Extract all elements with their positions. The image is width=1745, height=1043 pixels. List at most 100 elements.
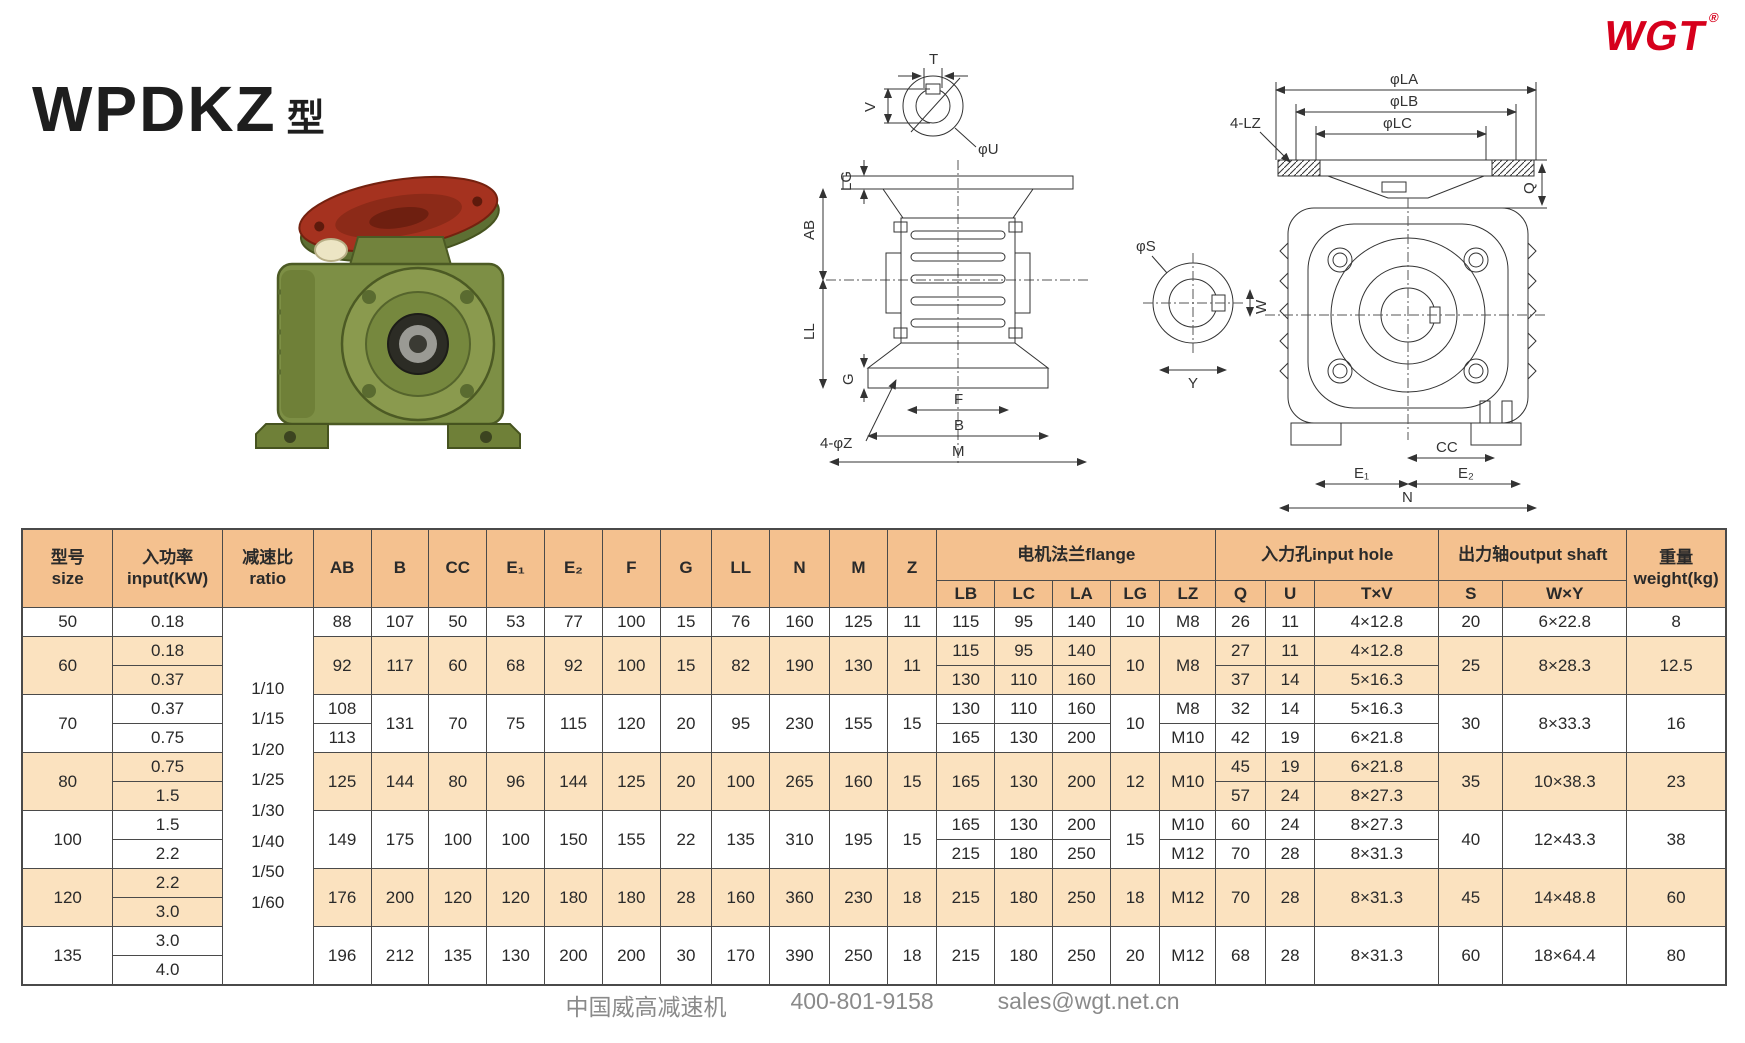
table-cell: 100 xyxy=(428,810,488,869)
table-cell: 113 xyxy=(312,723,372,753)
table-cell: 82 xyxy=(711,636,771,695)
table-cell: 155 xyxy=(601,810,661,869)
table-cell: 96 xyxy=(486,752,546,811)
header-cell: G xyxy=(659,528,713,608)
dim-label-4lz: 4-LZ xyxy=(1230,115,1261,132)
table-cell: 20 xyxy=(659,694,713,753)
table-cell: 8×31.3 xyxy=(1314,926,1440,986)
table-cell: 80 xyxy=(21,752,114,811)
header-cell: AB xyxy=(312,528,372,608)
header-cell: T×V xyxy=(1314,580,1440,608)
dim-label-4phiz: 4-φZ xyxy=(820,435,852,452)
table-cell: 250 xyxy=(1052,839,1111,869)
table-cell: 180 xyxy=(994,839,1054,869)
table-cell: 57 xyxy=(1215,781,1266,811)
oil-cap xyxy=(314,238,348,262)
table-cell: 23 xyxy=(1626,752,1727,811)
table-cell: 70 xyxy=(21,694,114,753)
table-cell: 20 xyxy=(1109,926,1161,986)
table-cell: 2.2 xyxy=(112,839,223,869)
table-cell: 95 xyxy=(994,636,1054,666)
table-cell: 11 xyxy=(886,636,938,695)
table-cell: 215 xyxy=(936,926,996,986)
table-cell: 230 xyxy=(769,694,831,753)
table-cell: 3.0 xyxy=(112,926,223,956)
table-cell: 0.75 xyxy=(112,723,223,753)
table-cell: 107 xyxy=(370,607,430,637)
table-cell: 135 xyxy=(21,926,114,986)
table-cell: 8×28.3 xyxy=(1502,636,1628,695)
table-cell: 125 xyxy=(829,607,888,637)
header-cell: E₁ xyxy=(486,528,546,608)
table-cell: 22 xyxy=(659,810,713,869)
table-cell: 75 xyxy=(486,694,546,753)
table-cell: 100 xyxy=(711,752,771,811)
table-cell: 155 xyxy=(829,694,888,753)
table-cell: 8×27.3 xyxy=(1314,810,1440,840)
header-cell: Q xyxy=(1215,580,1266,608)
table-cell: 135 xyxy=(711,810,771,869)
table-cell: 35 xyxy=(1438,752,1504,811)
table-cell: 4×12.8 xyxy=(1314,607,1440,637)
table-cell: 200 xyxy=(601,926,661,986)
table-cell: 5×16.3 xyxy=(1314,694,1440,724)
table-cell: 10×38.3 xyxy=(1502,752,1628,811)
table-cell: 100 xyxy=(21,810,114,869)
table-cell: 165 xyxy=(936,810,996,840)
table-cell: 170 xyxy=(711,926,771,986)
table-cell: 77 xyxy=(544,607,603,637)
model-type-suffix: 型 xyxy=(286,98,325,140)
table-cell: 144 xyxy=(370,752,430,811)
table-cell: 130 xyxy=(936,665,996,695)
dim-label-cc: CC xyxy=(1436,439,1458,456)
table-cell: 230 xyxy=(829,868,888,927)
table-cell: 3.0 xyxy=(112,897,223,927)
dim-label-lg: LG xyxy=(838,171,855,191)
table-cell: 14 xyxy=(1264,665,1316,695)
table-cell: 15 xyxy=(886,810,938,869)
table-cell: M12 xyxy=(1159,868,1217,927)
table-cell: 10 xyxy=(1109,636,1161,695)
table-cell: 200 xyxy=(1052,810,1111,840)
table-cell: 18 xyxy=(1109,868,1161,927)
table-cell: 110 xyxy=(994,694,1054,724)
table-cell: 360 xyxy=(769,868,831,927)
table-cell: 144 xyxy=(544,752,603,811)
table-cell: 200 xyxy=(370,868,430,927)
product-photo xyxy=(248,152,578,477)
table-cell: 45 xyxy=(1438,868,1504,927)
table-cell: 5×16.3 xyxy=(1314,665,1440,695)
table-cell: 195 xyxy=(829,810,888,869)
table-cell: 28 xyxy=(1264,868,1316,927)
table-cell: M8 xyxy=(1159,694,1217,724)
table-cell: 165 xyxy=(936,723,996,753)
input-shaft-section: φS W Y xyxy=(1136,238,1270,392)
table-cell: 50 xyxy=(21,607,114,637)
table-cell: 18 xyxy=(886,926,938,986)
output-flange xyxy=(298,175,500,262)
table-cell: 250 xyxy=(1052,926,1111,986)
header-cell: 入功率 input(KW) xyxy=(112,528,223,608)
table-cell: 60 xyxy=(1626,868,1727,927)
dim-label-e2: E₂ xyxy=(1458,465,1474,482)
table-cell: 18×64.4 xyxy=(1502,926,1628,986)
phone-number: 400-801-9158 xyxy=(790,988,934,1014)
table-cell: 92 xyxy=(312,636,372,695)
table-cell: 53 xyxy=(486,607,546,637)
table-cell: 26 xyxy=(1215,607,1266,637)
table-cell: 37 xyxy=(1215,665,1266,695)
table-cell: 215 xyxy=(936,868,996,927)
header-cell: LA xyxy=(1052,580,1111,608)
dim-label-b: B xyxy=(954,417,964,434)
table-cell: 12×43.3 xyxy=(1502,810,1628,869)
table-cell: 95 xyxy=(711,694,771,753)
table-cell: 16 xyxy=(1626,694,1727,753)
table-cell: 150 xyxy=(544,810,603,869)
table-cell: 130 xyxy=(994,723,1054,753)
